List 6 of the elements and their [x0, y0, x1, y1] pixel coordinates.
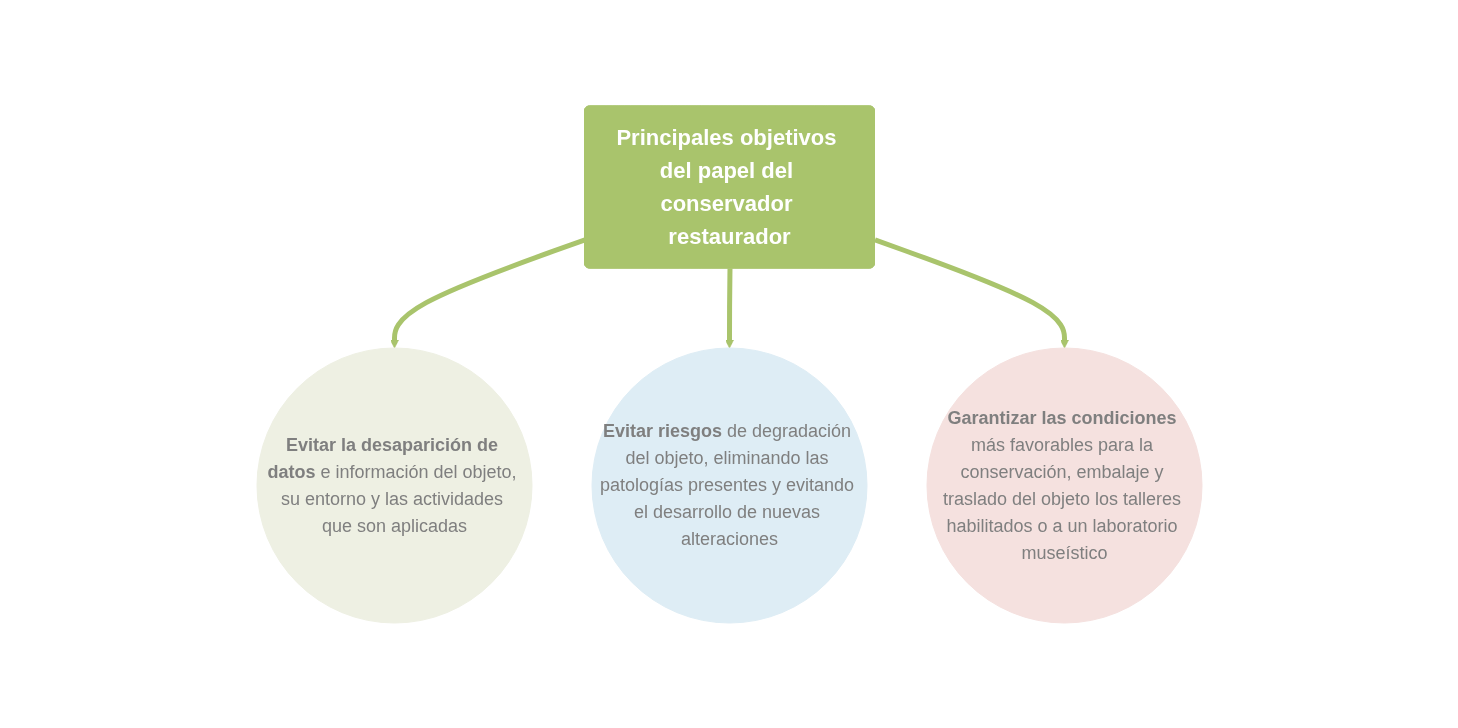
node-circle: Evitar riesgos de degradación del objeto, eliminando las patologías presentes y evitando el desarrollo de nuevas alteraciones: [591, 347, 867, 623]
node-circle: Garantizar las condiciones más favorables para la conservación, embalaje y traslado del objeto los talleres habilitados o a un laboratorio museístico: [926, 347, 1202, 623]
arrow: [724, 267, 734, 348]
node-circle: Evitar la desaparición de datos e información del objeto, su entorno y las actividades que son aplicadas: [256, 347, 532, 623]
arrow: [389, 237, 586, 348]
arrow: [873, 237, 1069, 348]
